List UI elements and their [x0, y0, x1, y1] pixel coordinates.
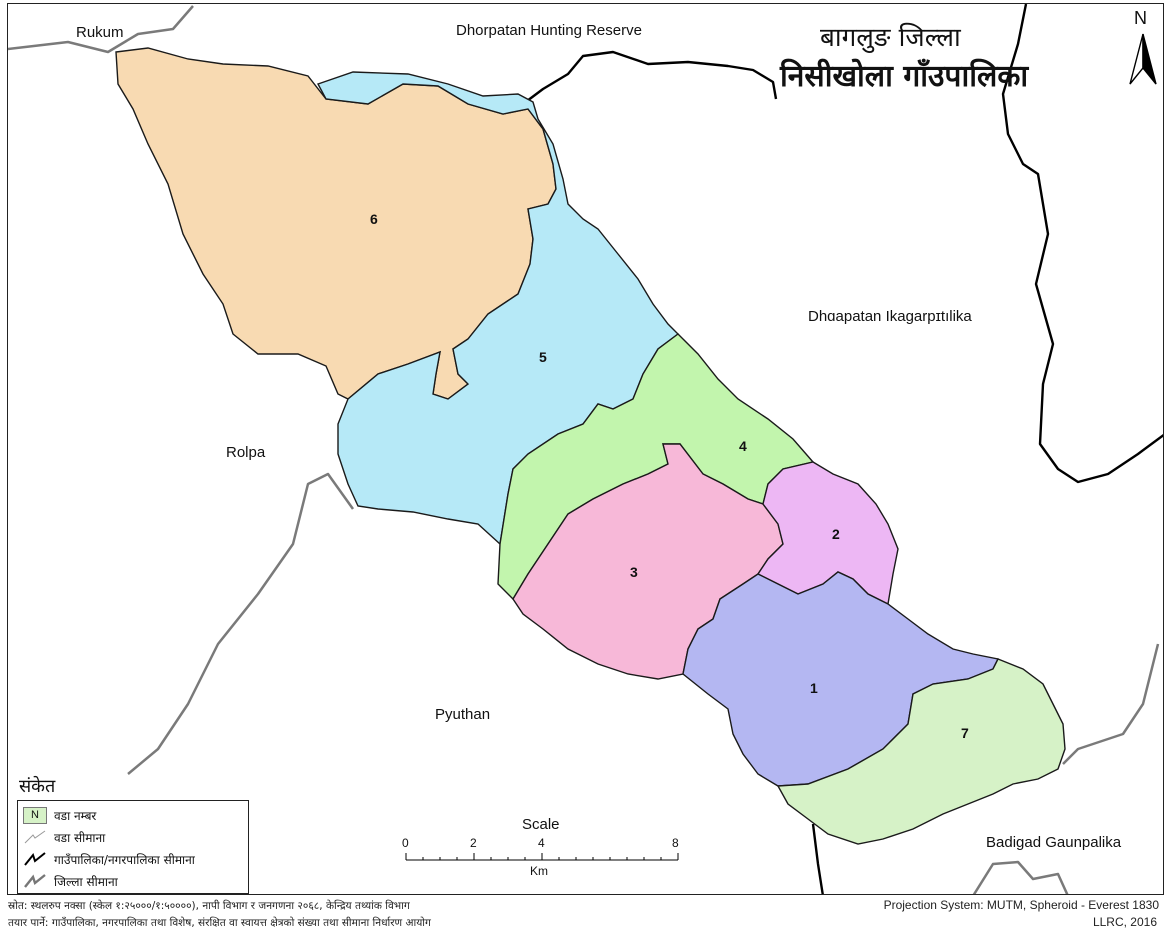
- ward-5-label: 5: [539, 349, 547, 365]
- district-boundary-north: [8, 5, 194, 54]
- ward-4-label: 4: [739, 438, 747, 454]
- footer-prepared: तयार पार्ने: गाउँपालिका, नगरपालिका तथा व…: [8, 917, 431, 929]
- scale-bar: Scale 0 2 4 8 Km: [398, 816, 688, 886]
- label-dhorpatan-ika: Dhɑapatan Ikagarpɪtılika: [808, 308, 972, 325]
- legend-label: जिल्ला सीमाना: [54, 874, 118, 889]
- label-rolpa: Rolpa: [226, 444, 266, 461]
- footer-projection: Projection System: MUTM, Spheroid - Ever…: [883, 898, 1159, 912]
- ward-boundary-symbol-icon: [24, 830, 46, 844]
- legend-box: N वडा नम्बर वडा सीमाना गाउँपालिका/नगरपाल…: [17, 800, 249, 894]
- legend-title: संकेत: [19, 776, 56, 797]
- footer-source: स्रोत: स्थलरुप नक्सा (स्केल १:२५०००/१:५०…: [8, 900, 410, 912]
- map-canvas[interactable]: [8, 4, 1164, 895]
- label-dhorpatan: Dhorpatan Hunting Reserve: [456, 22, 642, 39]
- municipality-boundary-symbol-icon: [24, 852, 46, 866]
- district-title: बागलुङ जिल्ला: [820, 23, 961, 53]
- legend-item-district-boundary: जिल्ला सीमाना: [22, 871, 118, 891]
- scale-unit: Km: [530, 864, 548, 878]
- legend-label: वडा सीमाना: [54, 830, 106, 845]
- ward-3-label: 3: [630, 564, 638, 580]
- legend-item-ward-number: N वडा नम्बर: [22, 805, 96, 825]
- scale-title: Scale: [522, 816, 560, 833]
- scale-tick-8: 8: [672, 836, 679, 850]
- label-rukum: Rukum: [76, 24, 124, 41]
- ward-2-label: 2: [832, 526, 840, 542]
- ward-number-symbol: N: [23, 806, 47, 824]
- legend: संकेत N वडा नम्बर वडा सीमाना गाउँपालिका/…: [17, 774, 249, 894]
- ward-6-label: 6: [370, 211, 378, 227]
- ward-1-label: 1: [810, 680, 818, 696]
- scale-tick-0: 0: [402, 836, 409, 850]
- north-arrow-label: N: [1134, 8, 1147, 28]
- municipality-boundary-north: [522, 50, 778, 105]
- map-frame: बागलुङ जिल्ला निसीखोला गाँउपालिका N Ruku…: [7, 3, 1164, 895]
- district-boundary-symbol-icon: [24, 874, 46, 888]
- ward-7-label: 7: [961, 725, 969, 741]
- district-boundary-southeast: [1062, 643, 1160, 765]
- municipality-boundary-east: [1001, 4, 1163, 484]
- north-arrow-icon: [1129, 33, 1157, 85]
- label-pyuthan: Pyuthan: [435, 706, 491, 723]
- scale-tick-4: 4: [538, 836, 545, 850]
- scale-bar-graphic: [405, 853, 679, 861]
- ward-7-area[interactable]: [776, 658, 1066, 845]
- district-boundary-south: [972, 860, 1069, 894]
- footer-credit: LLRC, 2016: [1092, 915, 1157, 929]
- municipality-boundary-south: [811, 823, 824, 894]
- municipality-title: निसीखोला गाँउपालिका: [780, 59, 1029, 94]
- legend-item-municipality-boundary: गाउँपालिका/नगरपालिका सीमाना: [22, 849, 195, 869]
- district-boundary-rolpa-pyuthan: [127, 472, 355, 775]
- legend-label: वडा नम्बर: [54, 808, 97, 823]
- scale-tick-2: 2: [470, 836, 477, 850]
- legend-item-ward-boundary: वडा सीमाना: [22, 827, 105, 847]
- ward-5-area[interactable]: [316, 71, 680, 546]
- legend-label: गाउँपालिका/नगरपालिका सीमाना: [54, 852, 195, 867]
- label-badigad: Badigad Gaunpalika: [986, 834, 1122, 851]
